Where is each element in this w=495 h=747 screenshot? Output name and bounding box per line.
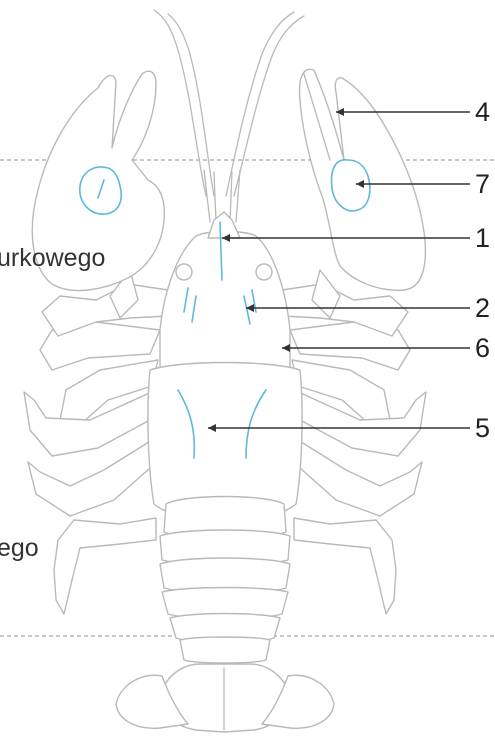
left-edge-text-1: urkowego bbox=[0, 246, 105, 271]
callout-label-2: 2 bbox=[475, 295, 490, 322]
left-edge-text-2: ego bbox=[0, 536, 39, 561]
callout-label-5: 5 bbox=[475, 415, 490, 442]
callout-label-7: 7 bbox=[475, 171, 490, 198]
callout-label-4: 4 bbox=[475, 99, 490, 126]
callout-label-1: 1 bbox=[475, 225, 490, 252]
crayfish-outline bbox=[24, 10, 426, 732]
callout-label-6: 6 bbox=[475, 335, 490, 362]
